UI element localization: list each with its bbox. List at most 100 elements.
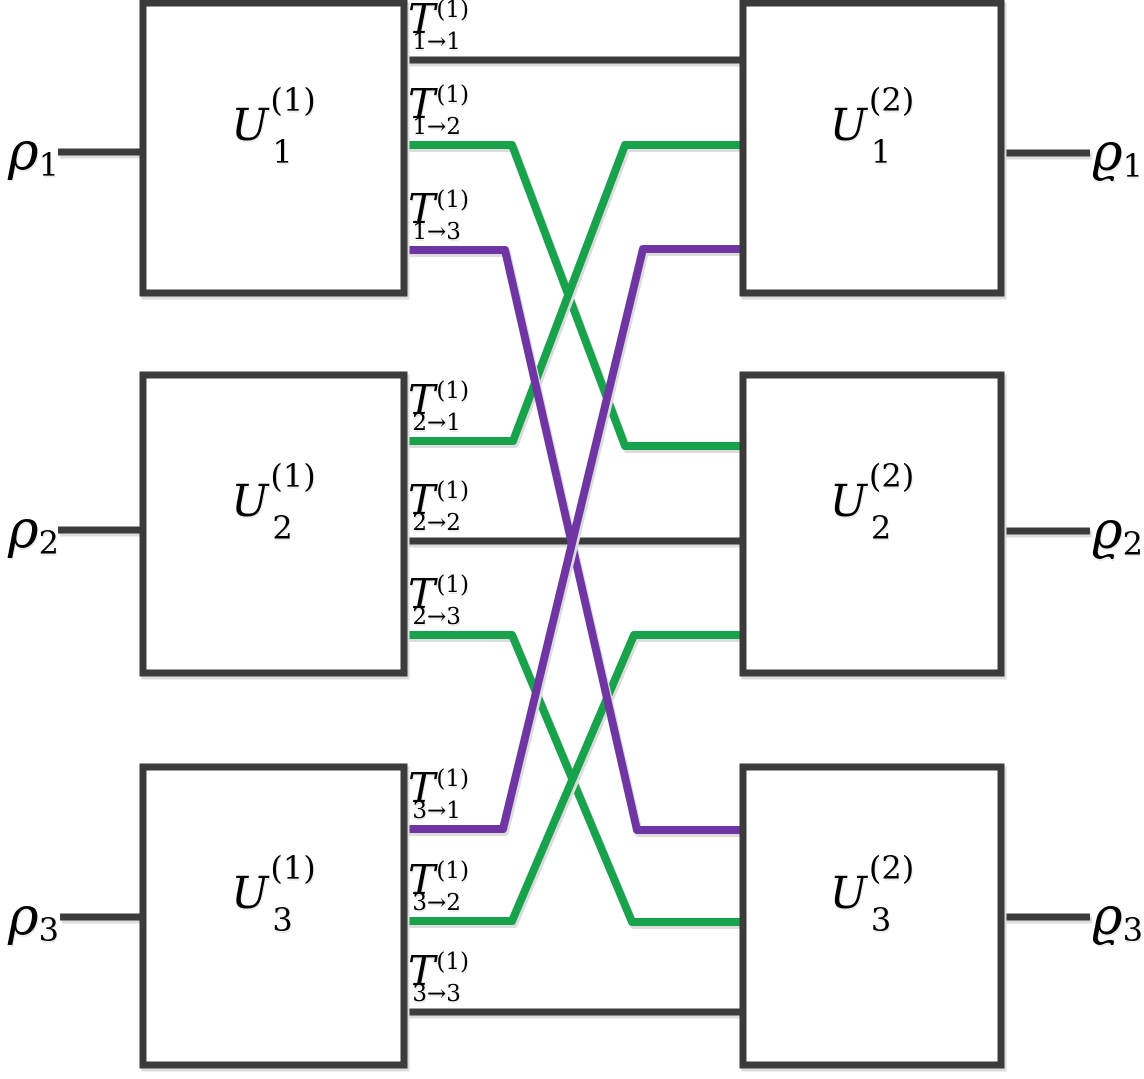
box-u3-layer1	[139, 763, 408, 1069]
box-label-u2-layer1-sup: (1)	[270, 457, 316, 495]
wire-label-T-1-3-sup: (1)	[436, 187, 469, 213]
box-label-u1-layer1-sub: 1	[272, 133, 293, 171]
wire-label-T-3-3-sup: (1)	[436, 949, 469, 975]
wire-label-T-2-2: T(1)2→2	[408, 480, 469, 535]
wire-label-T-1-1-scripts: (1)1→1	[412, 0, 469, 54]
input-label-rho2-sub: 2	[38, 524, 59, 562]
wire-label-T-1-2-sup: (1)	[436, 82, 469, 108]
wire-label-T-2-3-sub: 2→3	[412, 604, 461, 630]
input-label-rho1-glyph: ρ	[8, 122, 39, 182]
input-label-rho1-sub: 1	[38, 146, 59, 184]
box-label-u2-layer2-sup: (2)	[868, 457, 915, 495]
wire-label-T-1-3-base: T	[408, 185, 436, 233]
wire-label-T-3-1-sup: (1)	[436, 766, 469, 792]
box-label-u3-layer1-sub: 3	[272, 901, 293, 939]
box-label-u2-layer2: U(2)2	[816, 459, 928, 545]
wire-label-T-2-2-scripts: (1)2→2	[412, 478, 469, 535]
box-label-u2-layer2-scripts: (2)2	[869, 460, 914, 544]
wire-label-T-1-1-base: T	[408, 0, 436, 43]
box-label-u3-layer1-scripts: (1)3	[270, 852, 315, 936]
box-label-u3-layer1-sup: (1)	[270, 849, 316, 887]
wire-label-T-1-1: T(1)1→1	[408, 0, 469, 54]
box-label-u1-layer1: U(1)1	[218, 83, 330, 169]
wire-label-T-3-2-sub: 3→2	[412, 890, 461, 916]
wire-label-T-1-1-sub: 1→1	[412, 29, 461, 55]
wire-label-T-1-2: T(1)1→2	[408, 84, 469, 139]
wire-label-T-3-2: T(1)3→2	[408, 860, 469, 915]
box-label-u1-layer1-scripts: (1)1	[270, 84, 315, 168]
wire-label-T-3-1-base: T	[408, 764, 436, 812]
box-label-u3-layer2-scripts: (2)3	[869, 852, 914, 936]
wire-label-T-2-1-scripts: (1)2→1	[412, 378, 469, 435]
input-label-rho3-glyph: ρ	[8, 887, 39, 947]
wire-label-T-2-3: T(1)2→3	[408, 574, 469, 629]
wire-label-T-3-3: T(1)3→3	[408, 951, 469, 1006]
wire-label-T-2-3-sup: (1)	[436, 572, 469, 598]
box-label-u1-layer2-scripts: (2)1	[869, 84, 914, 168]
wire-label-T-2-1-sub: 2→1	[412, 410, 461, 436]
wire-label-T-1-2-scripts: (1)1→2	[412, 82, 469, 139]
wire-label-T-3-1: T(1)3→1	[408, 768, 469, 823]
box-u2-layer1	[139, 371, 408, 677]
output-label-varrho3-glyph: ϱ	[1092, 887, 1123, 947]
wire-label-T-3-2-base: T	[408, 856, 436, 904]
wire-label-T-1-3: T(1)1→3	[408, 189, 469, 244]
wire-T-3-1	[404, 245, 743, 833]
box-label-u2-layer1-base: U	[231, 476, 269, 527]
wire-label-T-2-2-sup: (1)	[436, 478, 469, 504]
output-label-varrho2-sub: 2	[1122, 525, 1143, 563]
wire-T-3-2	[404, 631, 743, 925]
wire-label-T-1-2-base: T	[408, 80, 436, 128]
box-label-u3-layer2-sub: 3	[870, 901, 892, 939]
box-label-u2-layer1-scripts: (1)2	[270, 460, 315, 544]
wire-T-2-1	[404, 141, 743, 445]
box-label-u1-layer2: U(2)1	[816, 83, 928, 169]
box-label-u3-layer1: U(1)3	[218, 851, 330, 937]
wire-label-T-1-2-sub: 1→2	[412, 114, 461, 140]
wire-label-T-2-1: T(1)2→1	[408, 380, 469, 435]
box-label-u1-layer1-base: U	[231, 100, 269, 151]
box-label-u1-layer2-base: U	[829, 100, 867, 151]
box-label-u1-layer2-sup: (2)	[868, 81, 915, 119]
box-label-u2-layer2-base: U	[829, 476, 867, 527]
output-label-varrho1-sub: 1	[1122, 147, 1143, 185]
box-label-u1-layer2-sub: 1	[870, 133, 892, 171]
box-u1-layer1	[139, 0, 408, 297]
box-label-u3-layer2-base: U	[829, 868, 867, 919]
output-label-varrho1-glyph: ϱ	[1092, 123, 1123, 183]
wire-label-T-1-3-sub: 1→3	[412, 219, 461, 245]
box-label-u2-layer2-sub: 2	[870, 509, 892, 547]
wire-label-T-2-1-base: T	[408, 376, 436, 424]
wire-label-T-2-3-base: T	[408, 570, 436, 618]
output-label-varrho3-sub: 3	[1122, 911, 1143, 949]
wire-label-T-3-1-scripts: (1)3→1	[412, 766, 469, 823]
box-label-u2-layer1-sub: 2	[272, 509, 293, 547]
input-label-rho2-glyph: ρ	[8, 500, 39, 560]
wire-label-T-3-3-scripts: (1)3→3	[412, 949, 469, 1006]
box-label-u3-layer2: U(2)3	[816, 851, 928, 937]
wire-label-T-2-1-sup: (1)	[436, 378, 469, 404]
box-u2-layer2	[739, 371, 1005, 677]
wire-label-T-3-3-sub: 3→3	[412, 981, 461, 1007]
output-label-varrho2-glyph: ϱ	[1092, 501, 1123, 561]
box-label-u3-layer2-sup: (2)	[868, 849, 915, 887]
wire-label-T-1-1-sup: (1)	[436, 0, 469, 23]
input-label-rho3-sub: 3	[38, 911, 59, 949]
wire-label-T-2-2-sub: 2→2	[412, 510, 461, 536]
wire-label-T-1-3-scripts: (1)1→3	[412, 187, 469, 244]
wire-label-T-2-2-base: T	[408, 476, 436, 524]
wire-label-T-3-2-sup: (1)	[436, 858, 469, 884]
wire-label-T-3-3-base: T	[408, 947, 436, 995]
wire-label-T-3-1-sub: 3→1	[412, 798, 461, 824]
wire-label-T-2-3-scripts: (1)2→3	[412, 572, 469, 629]
box-u1-layer2	[739, 0, 1005, 297]
